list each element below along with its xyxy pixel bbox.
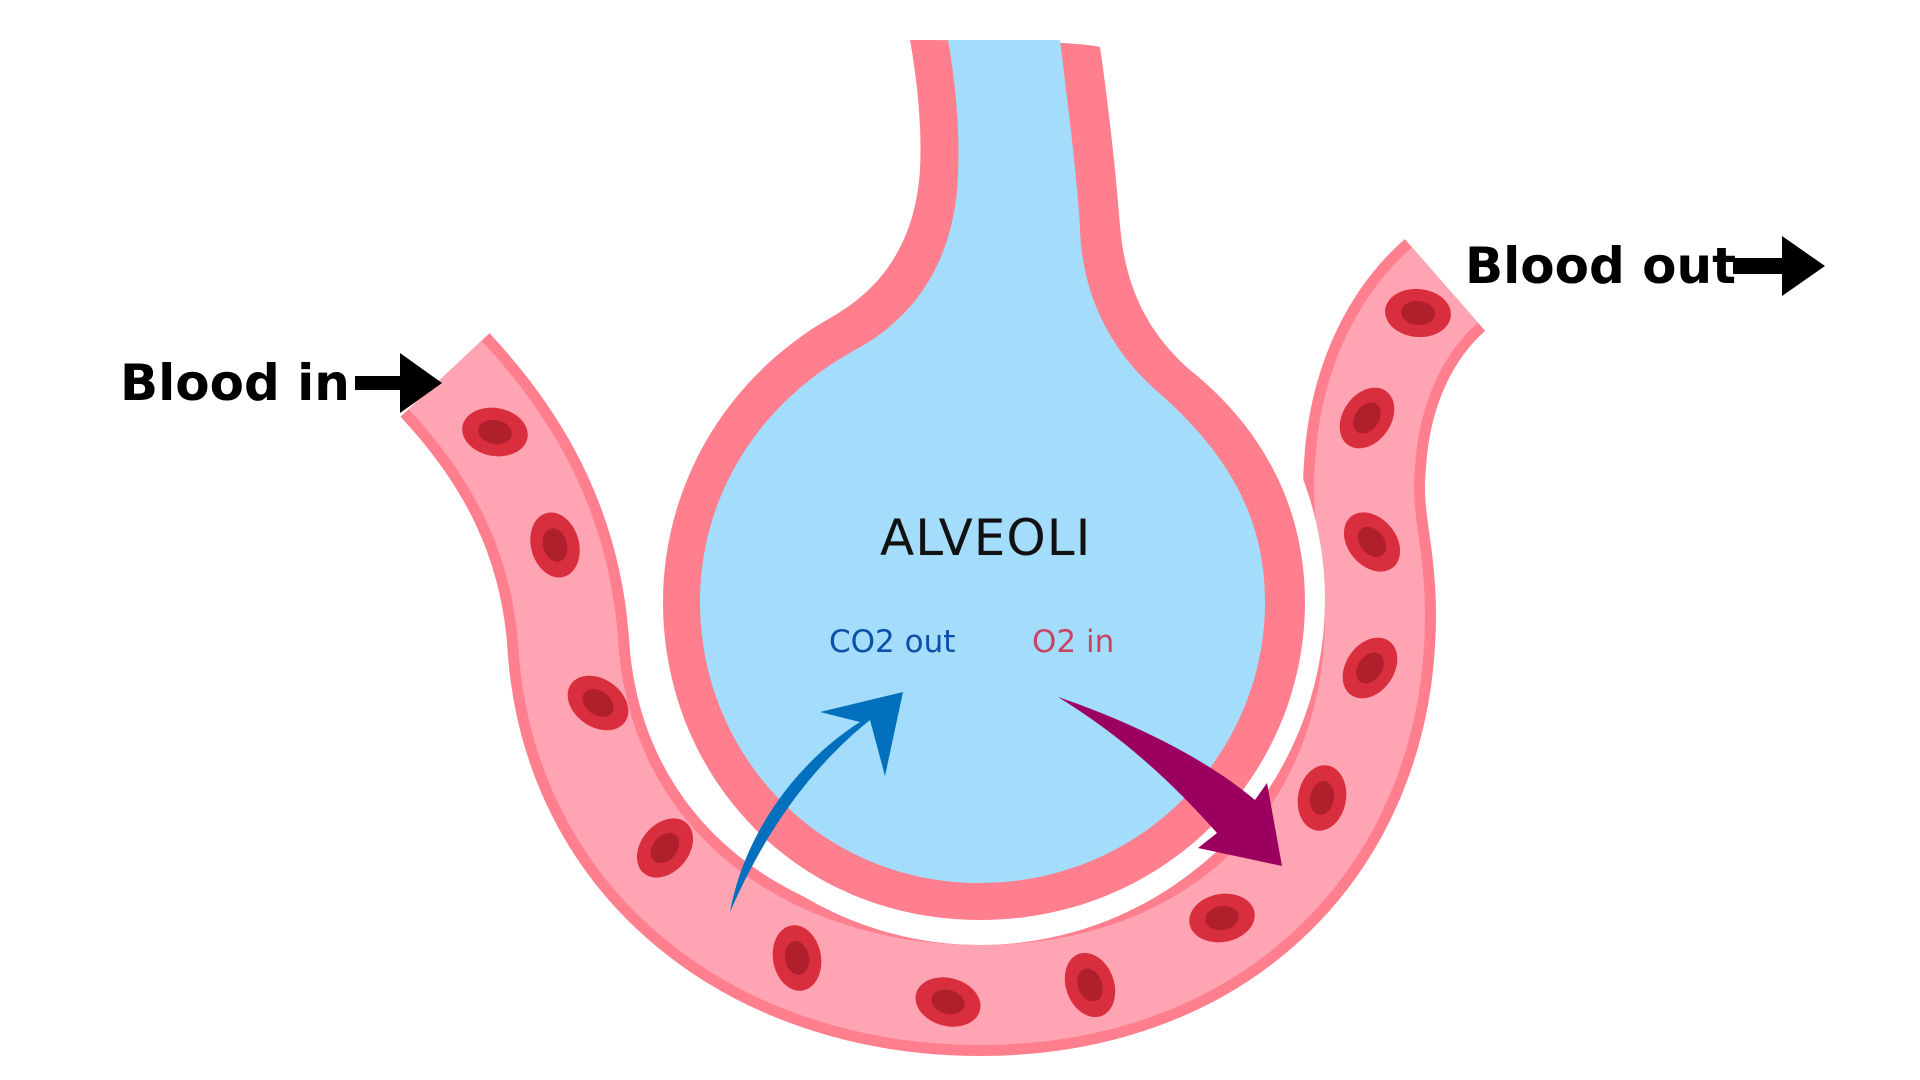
red-blood-cell-icon <box>567 675 629 731</box>
co2-out-label: CO2 out <box>829 624 955 660</box>
red-blood-cell-icon <box>1342 637 1398 699</box>
red-blood-cell-icon <box>1297 765 1347 831</box>
red-blood-cell-icon <box>1343 512 1401 572</box>
red-blood-cell-icon <box>636 818 694 878</box>
alveoli-title: ALVEOLI <box>880 509 1091 567</box>
red-blood-cell-icon <box>530 512 580 578</box>
blood-out-label: Blood out <box>1465 237 1736 295</box>
co2-out-arrow-icon <box>730 692 903 912</box>
alveolus <box>663 40 1305 920</box>
red-blood-cell-icon <box>1064 952 1116 1018</box>
blood-out-arrow-icon <box>1733 236 1825 296</box>
capillary-lumen <box>408 247 1479 1045</box>
red-blood-cell-icon <box>1189 893 1255 943</box>
o2-in-label: O2 in <box>1032 624 1114 660</box>
blood-in-label: Blood in <box>120 354 350 412</box>
capillary <box>400 239 1487 1056</box>
alveolus-lumen <box>700 40 1265 883</box>
red-blood-cell-icon <box>1339 387 1395 449</box>
red-blood-cell-icon <box>915 977 981 1027</box>
o2-in-arrow-icon <box>1058 697 1282 866</box>
red-blood-cell-icon <box>462 407 528 457</box>
blood-cells <box>462 288 1451 1027</box>
blood-in-arrow-icon <box>355 353 442 413</box>
red-blood-cell-icon <box>772 925 822 991</box>
red-blood-cell-icon <box>1385 288 1451 338</box>
